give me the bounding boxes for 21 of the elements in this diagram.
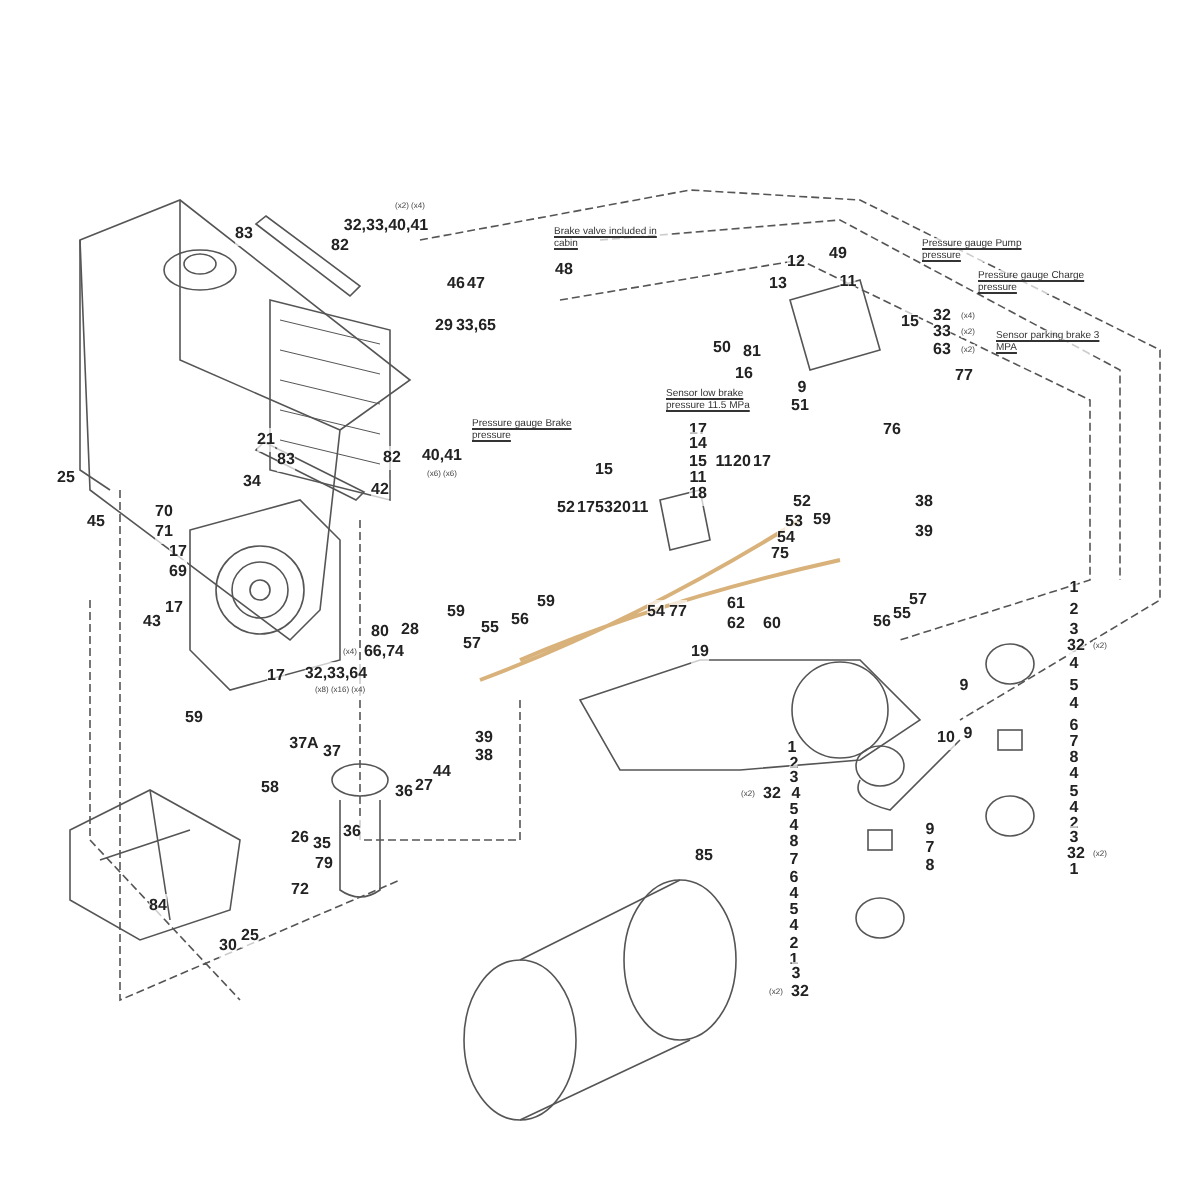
callout-number: 40,41 [421,444,463,468]
callout-number: 32,33,64 [304,662,368,686]
callout-number: 36 [343,820,361,844]
callout-number: 18 [689,482,707,506]
callout-number: 11 [839,270,857,294]
callout-number: 57 [909,588,927,612]
callout-number: 33,65 [455,314,497,338]
callout-number: 42 [371,478,389,502]
callout-number: 32 [1067,634,1085,658]
callout-number: 21 [257,428,275,452]
callout-number: 71 [155,520,173,544]
callout-number: 83 [235,222,253,246]
callout-number: 84 [149,894,167,918]
callout-number: 10 [937,726,955,750]
callout-number: 25 [241,924,259,948]
callout-number: 32,33,40,41 [343,214,429,238]
callout-number: 83 [277,448,295,472]
callout-number: 66,74 [363,640,405,664]
callout-number: 19 [691,640,709,664]
callout-number: 30 [219,934,237,958]
callout-number: 82 [383,446,401,470]
